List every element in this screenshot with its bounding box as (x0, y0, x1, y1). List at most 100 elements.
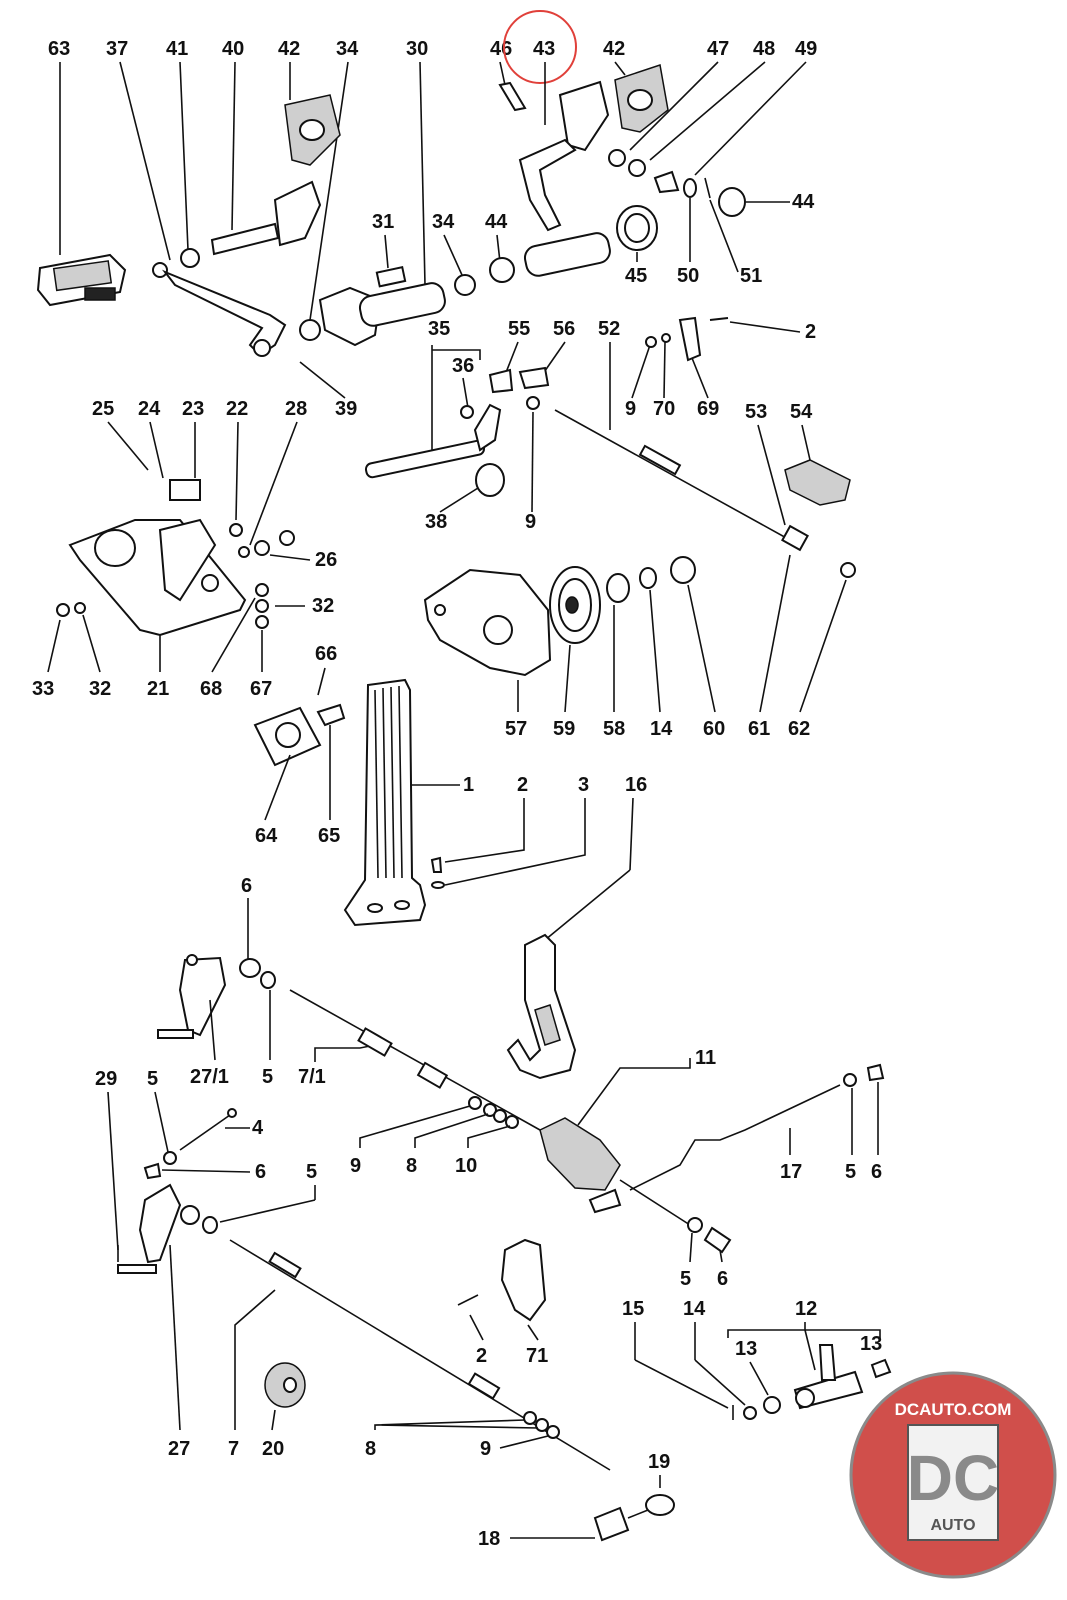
part-54-boot (784, 459, 851, 506)
dcauto-logo: DCAUTO.COM DC AUTO (849, 1371, 1057, 1579)
part-16-hook (506, 933, 577, 1080)
part-70-washer (661, 333, 671, 343)
part-7-cable (229, 1239, 611, 1471)
part-60-nut (670, 556, 696, 584)
label-44-mid: 44 (485, 211, 508, 233)
label-2-bottom: 2 (476, 1345, 487, 1367)
label-54: 54 (790, 401, 813, 423)
part-64-bearing (253, 706, 322, 767)
leader-16-b (544, 869, 631, 941)
label-45: 45 (625, 265, 647, 287)
label-32-right: 32 (312, 595, 334, 617)
part-34-bush (454, 274, 476, 296)
label-37: 37 (106, 38, 128, 60)
part-2-screw-top (709, 317, 729, 321)
label-6-top: 6 (241, 875, 252, 897)
part-5-nut-b (687, 1217, 703, 1233)
label-14-mid: 14 (650, 718, 673, 740)
label-19: 19 (648, 1451, 670, 1473)
part-52-cable (554, 409, 809, 552)
part-5-nut-right (843, 1073, 857, 1087)
label-5-b: 5 (680, 1268, 691, 1290)
label-4: 4 (252, 1117, 264, 1139)
part-33-nut (56, 603, 70, 617)
label-38: 38 (425, 511, 447, 533)
part-5-nut-d (202, 1216, 218, 1234)
leader-64 (264, 754, 291, 821)
part-32-washer-left (74, 602, 86, 614)
label-27: 27 (168, 1438, 190, 1460)
part-50-washer (683, 178, 697, 198)
label-59: 59 (553, 718, 575, 740)
label-28: 28 (285, 398, 307, 420)
label-41: 41 (166, 38, 188, 60)
leader-9-d (499, 1435, 549, 1449)
part-27-lever (117, 1183, 182, 1274)
label-43: 43 (533, 38, 555, 60)
part-42-pad-left (284, 94, 341, 166)
label-18: 18 (478, 1528, 500, 1550)
leader-3 (444, 798, 586, 886)
part-17-rod (629, 1084, 841, 1191)
logo-sub-text: AUTO (930, 1517, 975, 1534)
label-46: 46 (490, 38, 512, 60)
part-1-accelerator-pedal (343, 678, 427, 927)
label-9-mid: 9 (525, 511, 536, 533)
label-24: 24 (138, 398, 161, 420)
label-66: 66 (315, 643, 337, 665)
label-42-right: 42 (603, 38, 625, 60)
part-6-end-a (239, 958, 261, 978)
leader-15-b (634, 1359, 729, 1409)
part-59-pulley (549, 566, 601, 644)
leader-51 (709, 199, 739, 273)
label-3: 3 (578, 774, 589, 796)
part-8-washer-a (483, 1103, 497, 1117)
leader-10 (467, 1125, 511, 1148)
label-55: 55 (508, 318, 530, 340)
label-30: 30 (406, 38, 428, 60)
label-40: 40 (222, 38, 244, 60)
label-49: 49 (795, 38, 817, 60)
part-71-clip (500, 1238, 547, 1322)
part-9-washer-c (468, 1096, 482, 1110)
part-2-screw-bottom (457, 1294, 479, 1306)
part-9-nut-mid (526, 396, 540, 410)
label-31: 31 (372, 211, 394, 233)
leader-20 (271, 1409, 276, 1431)
part-44-bush (489, 257, 515, 283)
leader-66 (317, 667, 326, 696)
label-35: 35 (428, 318, 450, 340)
label-16: 16 (625, 774, 647, 796)
label-42-left: 42 (278, 38, 300, 60)
label-71: 71 (526, 1345, 548, 1367)
label-2-top: 2 (805, 321, 816, 343)
label-13-right: 13 (860, 1333, 882, 1355)
left-mid-leaders (107, 421, 811, 546)
top-leader-lines (59, 61, 807, 321)
label-9-c: 9 (350, 1155, 361, 1177)
leader-31 (384, 234, 389, 269)
label-1: 1 (463, 774, 474, 796)
second-row-leaders (299, 321, 801, 450)
label-7: 7 (228, 1438, 239, 1460)
leader-5-c (154, 1091, 169, 1153)
label-25: 25 (92, 398, 114, 420)
label-56: 56 (553, 318, 575, 340)
part-45-spring (616, 205, 658, 251)
logo-url-text: DCAUTO.COM (895, 1400, 1012, 1419)
part-8-washer-b (493, 1109, 507, 1123)
part-32-washer-b (255, 599, 269, 613)
leader-11 (577, 1058, 691, 1126)
label-15: 15 (622, 1298, 644, 1320)
label-27-1: 27/1 (190, 1066, 229, 1088)
part-8-washer-d (535, 1418, 549, 1432)
part-7-1-cable (289, 989, 541, 1131)
logo-mark-text: DC (907, 1442, 999, 1514)
part-58-bush (606, 573, 630, 603)
label-5-a: 5 (262, 1066, 273, 1088)
part-46-bolt (498, 81, 527, 112)
label-22: 22 (226, 398, 248, 420)
label-58: 58 (603, 718, 625, 740)
part-42-pad-right (614, 64, 669, 133)
